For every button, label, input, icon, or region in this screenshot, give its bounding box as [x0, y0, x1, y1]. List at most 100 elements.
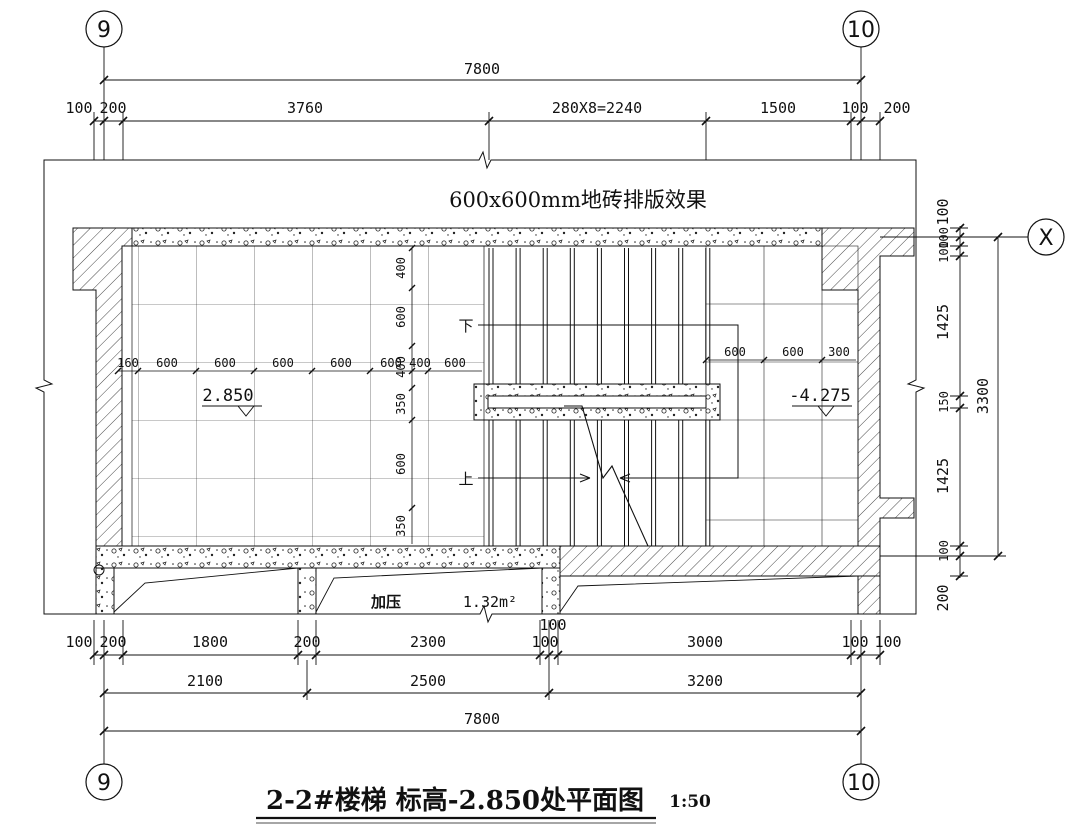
dim-top-steps: 280X8=2240 — [552, 99, 642, 117]
svg-text:9: 9 — [97, 18, 111, 43]
title-underline — [256, 816, 656, 824]
tile-dim-h-label: 400 — [409, 356, 431, 370]
stair-treads — [488, 248, 711, 546]
tile-dim-h-tick — [114, 367, 122, 375]
tile-dim-h-tick — [250, 367, 258, 375]
dim-bottom-100-right-2: 100 — [874, 633, 901, 651]
tile-dims-vertical: 400 600 400 350 600 350 — [394, 244, 416, 537]
tile-dim-h-label: 600 — [214, 356, 236, 370]
tile-dim-v-label: 600 — [394, 453, 408, 475]
dim-right-100a: 100 — [934, 198, 952, 225]
tile-dims-horizontal-right: 600 600 300 — [702, 345, 850, 364]
svg-text:X: X — [1038, 226, 1053, 251]
drawing-title: 2-2#楼梯 标高-2.850处平面图 — [266, 785, 644, 816]
stair-direction-arrows — [478, 324, 739, 483]
dim-bottom-1800: 1800 — [192, 633, 228, 651]
tile-dim-h-right-tick — [760, 356, 768, 364]
stair-up-label: 上 — [458, 470, 473, 488]
svg-text:10: 10 — [847, 771, 875, 796]
dim-right-200: 200 — [934, 584, 952, 611]
room-label: 加压 — [370, 593, 401, 611]
dim-bottom-100-mid-2: 100 — [539, 616, 566, 634]
dim-right-1425a: 1425 — [934, 304, 952, 340]
dim-bottom-200-mid: 200 — [293, 633, 320, 651]
dim-bottom-2500: 2500 — [410, 672, 446, 690]
tile-dim-v-label: 350 — [394, 393, 408, 415]
dim-right-total: 3300 — [974, 378, 992, 414]
room-area: 1.32m² — [463, 593, 517, 611]
tile-dim-h-right-tick — [818, 356, 826, 364]
walls — [72, 227, 915, 615]
stair-down-label: 下 — [458, 317, 473, 335]
tile-dim-h-label: 600 — [156, 356, 178, 370]
dim-top-1500: 1500 — [760, 99, 796, 117]
dim-right-1425b: 1425 — [934, 458, 952, 494]
tile-dim-horizontal-line — [118, 359, 856, 372]
dim-right-100b: 100 — [937, 227, 951, 249]
tile-dim-v-tick — [408, 244, 416, 252]
tile-dim-v-label: 400 — [394, 356, 408, 378]
stair-break-line — [564, 405, 649, 547]
tile-dim-h-right-label: 600 — [782, 345, 804, 359]
bottom-dimension-chains — [89, 620, 885, 736]
dim-bottom-200-left: 200 — [99, 633, 126, 651]
dim-bottom-2100: 2100 — [187, 672, 223, 690]
dim-top-200-left: 200 — [99, 99, 126, 117]
right-dimension-chains — [880, 223, 1006, 581]
tile-grid-right-landing — [705, 245, 859, 547]
dim-bottom-3200: 3200 — [687, 672, 723, 690]
section-boundary — [34, 150, 926, 624]
axis-bubble-10-top: 10 — [842, 10, 880, 48]
dim-bottom-2300: 2300 — [410, 633, 446, 651]
tile-dim-h-tick — [366, 367, 374, 375]
tile-dim-h-tick — [424, 367, 432, 375]
tile-layout-note: 600x600mm地砖排版效果 — [449, 188, 707, 212]
tile-dim-v-tick — [408, 284, 416, 292]
tile-dim-v-tick — [408, 342, 416, 350]
tile-dim-v-tick — [408, 416, 416, 424]
dim-top-100-left: 100 — [65, 99, 92, 117]
drawing-scale: 1:50 — [669, 792, 711, 812]
dim-bottom-100-left: 100 — [65, 633, 92, 651]
tile-dim-h-label: 600 — [272, 356, 294, 370]
tile-dim-v-label: 400 — [394, 257, 408, 279]
svg-text:2.850: 2.850 — [202, 386, 253, 406]
dim-right-100d: 100 — [937, 540, 951, 562]
svg-text:10: 10 — [847, 18, 875, 43]
svg-text:-4.275: -4.275 — [789, 386, 850, 406]
tile-dim-v-label: 350 — [394, 515, 408, 537]
ramp-lines — [113, 567, 859, 613]
level-marker-left: 2.850 — [202, 386, 262, 417]
dim-bottom-100-mid: 100 — [531, 633, 558, 651]
svg-text:9: 9 — [97, 771, 111, 796]
tile-dim-h-right-label: 600 — [724, 345, 746, 359]
dim-right-150: 150 — [937, 391, 951, 413]
tile-dim-h-tick — [134, 367, 142, 375]
tile-dim-h-tick — [308, 367, 316, 375]
tile-dim-v-tick — [408, 504, 416, 512]
tile-dim-h-label: 160 — [117, 356, 139, 370]
dim-bottom-overall: 7800 — [464, 710, 500, 728]
tile-grid-left-landing — [131, 245, 485, 547]
axis-bubble-9-bottom: 9 — [85, 763, 123, 801]
tile-dim-h-right-tick — [702, 356, 710, 364]
tile-dim-h-label: 600 — [330, 356, 352, 370]
top-dimension-chains — [89, 75, 885, 160]
dim-top-overall: 7800 — [464, 60, 500, 78]
dim-bottom-100-right: 100 — [841, 633, 868, 651]
tile-dim-v-tick — [408, 384, 416, 392]
dim-right-100c: 100 — [937, 241, 951, 263]
stair-landing-beam — [473, 383, 721, 421]
dim-top-200-right: 200 — [883, 99, 910, 117]
axis-bubble-9-top: 9 — [85, 10, 123, 48]
axis-bubble-10-bottom: 10 — [842, 763, 880, 801]
tile-dim-h-label: 600 — [380, 356, 402, 370]
tile-dim-h-right-label: 300 — [828, 345, 850, 359]
tile-dim-h-label: 600 — [444, 356, 466, 370]
tile-dim-v-label: 600 — [394, 306, 408, 328]
tile-dim-h-tick — [192, 367, 200, 375]
drain-symbol — [93, 564, 105, 576]
dim-top-3760: 3760 — [287, 99, 323, 117]
